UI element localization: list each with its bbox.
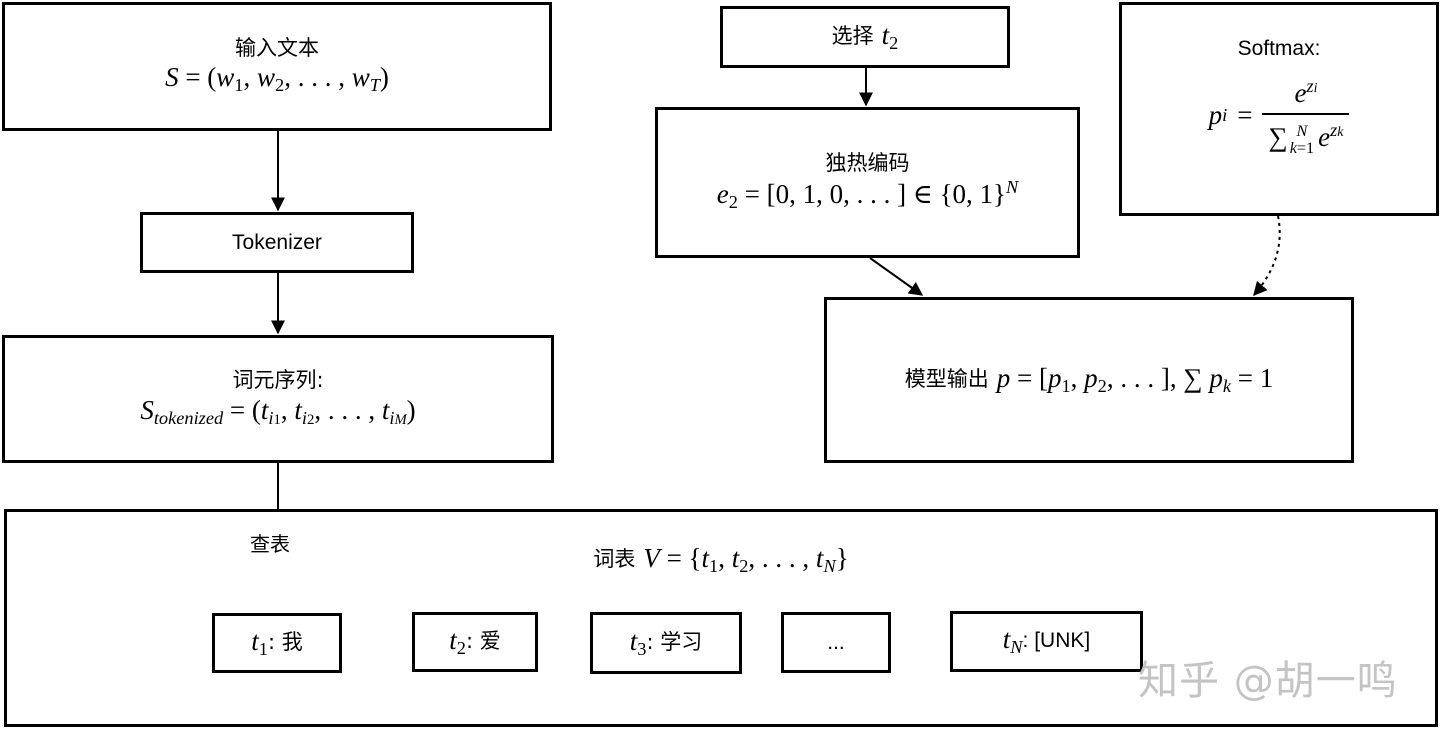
vocab-token-symbol: t1 bbox=[251, 625, 268, 660]
vocab-token-n: tN: [UNK] bbox=[950, 611, 1143, 672]
input-text-formula: S = (w1, w2, . . . , wT) bbox=[165, 62, 389, 96]
vocabulary-formula: V = {t1, t2, . . . , tN} bbox=[643, 543, 849, 577]
one-hot-box: 独热编码 e2 = [0, 1, 0, . . . ] ∈ {0, 1}N bbox=[655, 107, 1080, 258]
one-hot-formula: e2 = [0, 1, 0, . . . ] ∈ {0, 1}N bbox=[716, 177, 1019, 213]
model-output-content: 模型输出 p = [p1, p2, . . . ], ∑ pk = 1 bbox=[905, 362, 1273, 398]
token-sequence-box: 词元序列: Stokenized = (ti1, ti2, . . . , ti… bbox=[2, 335, 554, 463]
vocab-token-symbol: t3 bbox=[629, 625, 647, 660]
token-sequence-title: 词元序列: bbox=[232, 368, 324, 393]
vocab-token-text: : [UNK] bbox=[1022, 629, 1091, 653]
input-text-title: 输入文本 bbox=[235, 35, 319, 60]
select-token-box: 选择 t2 bbox=[720, 6, 1010, 68]
model-output-title: 模型输出 bbox=[904, 367, 989, 392]
vocab-token-text: : 我 bbox=[267, 630, 303, 655]
vocabulary-header: 词表 V = {t1, t2, . . . , tN} bbox=[593, 542, 848, 578]
one-hot-title: 独热编码 bbox=[825, 150, 910, 175]
select-token-content: 选择 t2 bbox=[832, 19, 899, 55]
input-text-box: 输入文本 S = (w1, w2, . . . , wT) bbox=[2, 2, 552, 131]
softmax-title: Softmax: bbox=[1237, 37, 1321, 60]
token-sequence-formula: Stokenized = (ti1, ti2, . . . , tiM) bbox=[140, 394, 416, 428]
vocab-token-2: t2: 爱 bbox=[412, 612, 538, 672]
select-token-formula: t2 bbox=[881, 19, 899, 54]
vocab-token-1: t1: 我 bbox=[212, 613, 342, 673]
select-token-title: 选择 bbox=[831, 24, 874, 49]
lookup-label: 查表 bbox=[250, 526, 290, 559]
vocabulary-title: 词表 bbox=[593, 547, 636, 572]
vocab-token-text: : 爱 bbox=[465, 629, 501, 654]
tokenizer-box: Tokenizer bbox=[140, 212, 414, 273]
model-output-box: 模型输出 p = [p1, p2, . . . ], ∑ pk = 1 bbox=[824, 297, 1354, 463]
arrow-softmax-to-output bbox=[1253, 215, 1281, 297]
vocab-token-symbol: t2 bbox=[449, 624, 466, 659]
vocab-token-ellipsis: ... bbox=[781, 612, 891, 673]
arrow-onehot-to-output bbox=[869, 257, 924, 296]
tokenizer-label: Tokenizer bbox=[232, 230, 322, 254]
vocab-token-text: ... bbox=[827, 630, 845, 654]
model-output-formula: p = [p1, p2, . . . ], ∑ pk = 1 bbox=[996, 362, 1274, 397]
zhihu-watermark: 知乎 @胡一鸣 bbox=[1138, 658, 1398, 704]
vocab-token-symbol: tN bbox=[1002, 624, 1023, 658]
vocab-token-3: t3: 学习 bbox=[590, 612, 742, 674]
vocab-token-text: : 学习 bbox=[646, 630, 703, 655]
